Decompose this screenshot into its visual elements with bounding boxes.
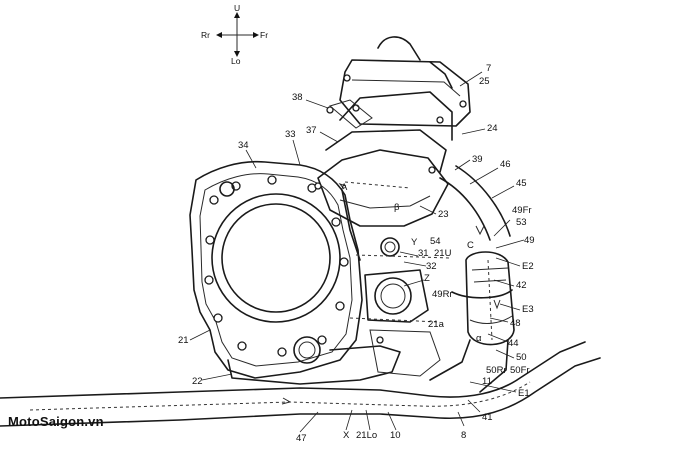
- cylinder-assembly: [314, 36, 471, 261]
- label-21: 21: [178, 335, 189, 346]
- reference-labels: 7 25 38 37 24 34 33 39 46 45 A β 23 49Fr…: [178, 63, 535, 444]
- compass-down-label: Lo: [231, 56, 241, 66]
- compass-right-label: Fr: [260, 30, 268, 40]
- label-10: 10: [390, 430, 401, 441]
- label-46: 46: [500, 159, 511, 170]
- label-50Fr: 50Fr: [510, 365, 530, 376]
- label-21U: 21U: [434, 248, 452, 259]
- compass-up-label: U: [234, 3, 240, 13]
- label-39: 39: [472, 154, 483, 165]
- label-34: 34: [238, 140, 249, 151]
- label-48: 48: [510, 318, 521, 329]
- label-E1: E1: [518, 388, 530, 399]
- label-45: 45: [516, 178, 527, 189]
- label-33: 33: [285, 129, 296, 140]
- label-44: 44: [508, 338, 519, 349]
- label-11: 11: [482, 376, 492, 387]
- label-Z: Z: [424, 273, 430, 284]
- leader-lines: [189, 71, 525, 433]
- label-50: 50: [516, 352, 527, 363]
- label-E3: E3: [522, 304, 534, 315]
- label-alpha: α: [476, 333, 482, 344]
- label-32: 32: [426, 261, 437, 272]
- label-49: 49: [524, 235, 535, 246]
- label-A: A: [341, 182, 348, 193]
- label-42: 42: [516, 280, 527, 291]
- pump-assembly: [349, 237, 451, 377]
- label-50Rr: 50Rr: [486, 365, 507, 376]
- label-37: 37: [306, 125, 317, 136]
- label-21a: 21a: [428, 319, 445, 330]
- exhaust-pipe: [0, 341, 601, 427]
- label-24: 24: [487, 123, 498, 134]
- label-47: 47: [296, 433, 307, 444]
- label-25: 25: [479, 76, 490, 87]
- label-21Lo: 21Lo: [356, 430, 377, 441]
- label-7: 7: [486, 63, 491, 74]
- label-Y: Y: [411, 237, 418, 248]
- label-54: 54: [430, 236, 441, 247]
- compass-left-label: Rr: [201, 30, 210, 40]
- label-49Fr: 49Fr: [512, 205, 532, 216]
- label-beta: β: [394, 202, 400, 213]
- label-C: C: [467, 240, 474, 251]
- label-22: 22: [192, 376, 203, 387]
- crankcase: [189, 160, 401, 385]
- flow-arrows: [338, 182, 501, 310]
- label-E2: E2: [522, 261, 534, 272]
- label-23: 23: [438, 209, 449, 220]
- label-8: 8: [461, 430, 466, 441]
- label-X: X: [343, 430, 350, 441]
- direction-compass: U Lo Rr Fr: [201, 3, 268, 66]
- label-38: 38: [292, 92, 303, 103]
- label-41: 41: [482, 412, 493, 423]
- label-49Rr: 49Rr: [432, 289, 453, 300]
- exhaust-header: [429, 165, 515, 393]
- watermark-text: MotoSaigon.vn: [8, 414, 104, 429]
- label-53: 53: [516, 217, 527, 228]
- label-31: 31: [418, 248, 429, 259]
